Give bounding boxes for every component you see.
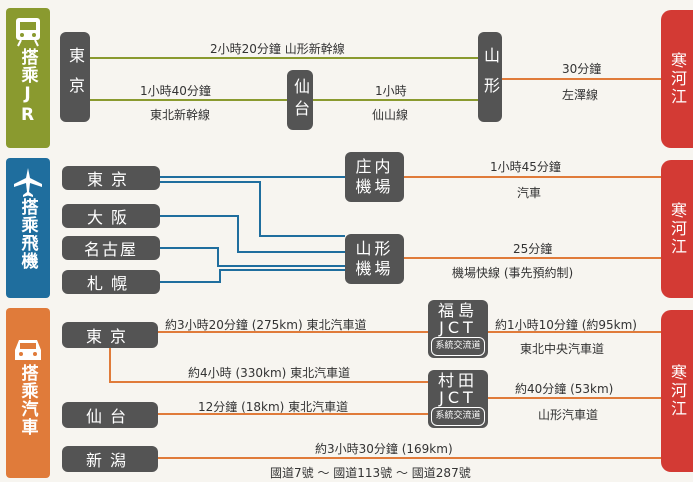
destination-jr: 寒河江 — [661, 10, 693, 148]
jr-route-sendai-yamagata-line: 仙山線 — [372, 108, 409, 122]
air-origin-sapporo: 札幌 — [62, 270, 160, 294]
shonai-airport-box: 庄内機場 — [345, 152, 404, 202]
line-osaka-yamagata-airport — [160, 215, 345, 253]
jr-section-band: 搭乘JR — [6, 8, 50, 148]
jr-yamagata-box: 山形 — [478, 32, 502, 122]
line-sapporo-yamagata-airport — [160, 269, 345, 283]
car-origin-sendai: 仙台 — [62, 402, 158, 428]
jr-section-label: 搭乘JR — [17, 48, 38, 126]
air-section-label: 搭乘飛機 — [17, 198, 38, 270]
jr-tokyo-box: 東京 — [60, 32, 90, 122]
car-route-murata-dest-road: 山形汽車道 — [538, 408, 599, 422]
air-route-yamagata-time: 25分鐘 — [513, 242, 553, 256]
train-icon — [16, 18, 40, 47]
car-route-murata-dest-time: 約40分鐘 (53km) — [515, 382, 614, 396]
jr-sendai-box: 仙台 — [287, 70, 313, 130]
destination-air: 寒河江 — [661, 160, 693, 298]
car-section-label: 搭乘汽車 — [17, 364, 38, 436]
murata-jct-box: 村田JCT 系統交流道 — [428, 370, 488, 428]
car-route-niigata-dest-road: 國道7號 ～ 國道113號 ～ 國道287號 — [270, 466, 471, 480]
car-section-band: 搭乘汽車 — [6, 308, 50, 478]
jr-route-tokyo-sendai-line: 東北新幹線 — [150, 108, 211, 122]
murata-jct-name: 村田JCT — [438, 371, 479, 407]
air-origin-osaka: 大阪 — [62, 204, 160, 228]
car-origin-niigata: 新潟 — [62, 446, 158, 472]
car-origin-tokyo: 東京 — [62, 322, 158, 348]
car-route-fukushima-dest-road: 東北中央汽車道 — [520, 342, 605, 356]
airplane-icon — [14, 168, 42, 197]
murata-jct-note: 系統交流道 — [431, 407, 485, 426]
jr-route-yamagata-dest-line: 左澤線 — [562, 88, 599, 102]
car-route-fukushima-dest-time: 約1小時10分鐘 (約95km) — [495, 318, 637, 332]
air-route-shonai-time: 1小時45分鐘 — [490, 160, 561, 174]
air-route-yamagata-mode: 機場快線 (事先預約制) — [452, 266, 574, 280]
jr-route-sendai-yamagata-time: 1小時 — [375, 84, 407, 98]
car-route-tokyo-fukushima: 約3小時20分鐘 (275km) 東北汽車道 — [165, 318, 367, 332]
air-origin-tokyo: 東京 — [62, 166, 160, 190]
yamagata-airport-box: 山形機場 — [345, 234, 404, 284]
air-origin-nagoya: 名古屋 — [62, 236, 160, 260]
fukushima-jct-box: 福島JCT 系統交流道 — [428, 300, 488, 358]
line-tokyo-yamagata-airport — [160, 181, 345, 237]
line-tokyo-murata — [109, 347, 428, 383]
car-route-niigata-dest-time: 約3小時30分鐘 (169km) — [315, 442, 453, 456]
jr-route-yamagata-dest-time: 30分鐘 — [562, 62, 602, 76]
line-nagoya-yamagata-airport — [160, 247, 345, 267]
fukushima-jct-name: 福島JCT — [438, 301, 479, 337]
fukushima-jct-note: 系統交流道 — [431, 337, 485, 356]
car-route-tokyo-murata: 約4小時 (330km) 東北汽車道 — [188, 366, 351, 380]
jr-route-tokyo-sendai-time: 1小時40分鐘 — [140, 84, 211, 98]
air-section-band: 搭乘飛機 — [6, 158, 50, 298]
car-icon — [15, 340, 41, 360]
destination-car: 寒河江 — [661, 310, 693, 472]
jr-route-tokyo-yamagata: 2小時20分鐘 山形新幹線 — [210, 42, 345, 56]
car-route-sendai-murata: 12分鐘 (18km) 東北汽車道 — [198, 400, 349, 414]
air-route-shonai-mode: 汽車 — [517, 186, 542, 200]
